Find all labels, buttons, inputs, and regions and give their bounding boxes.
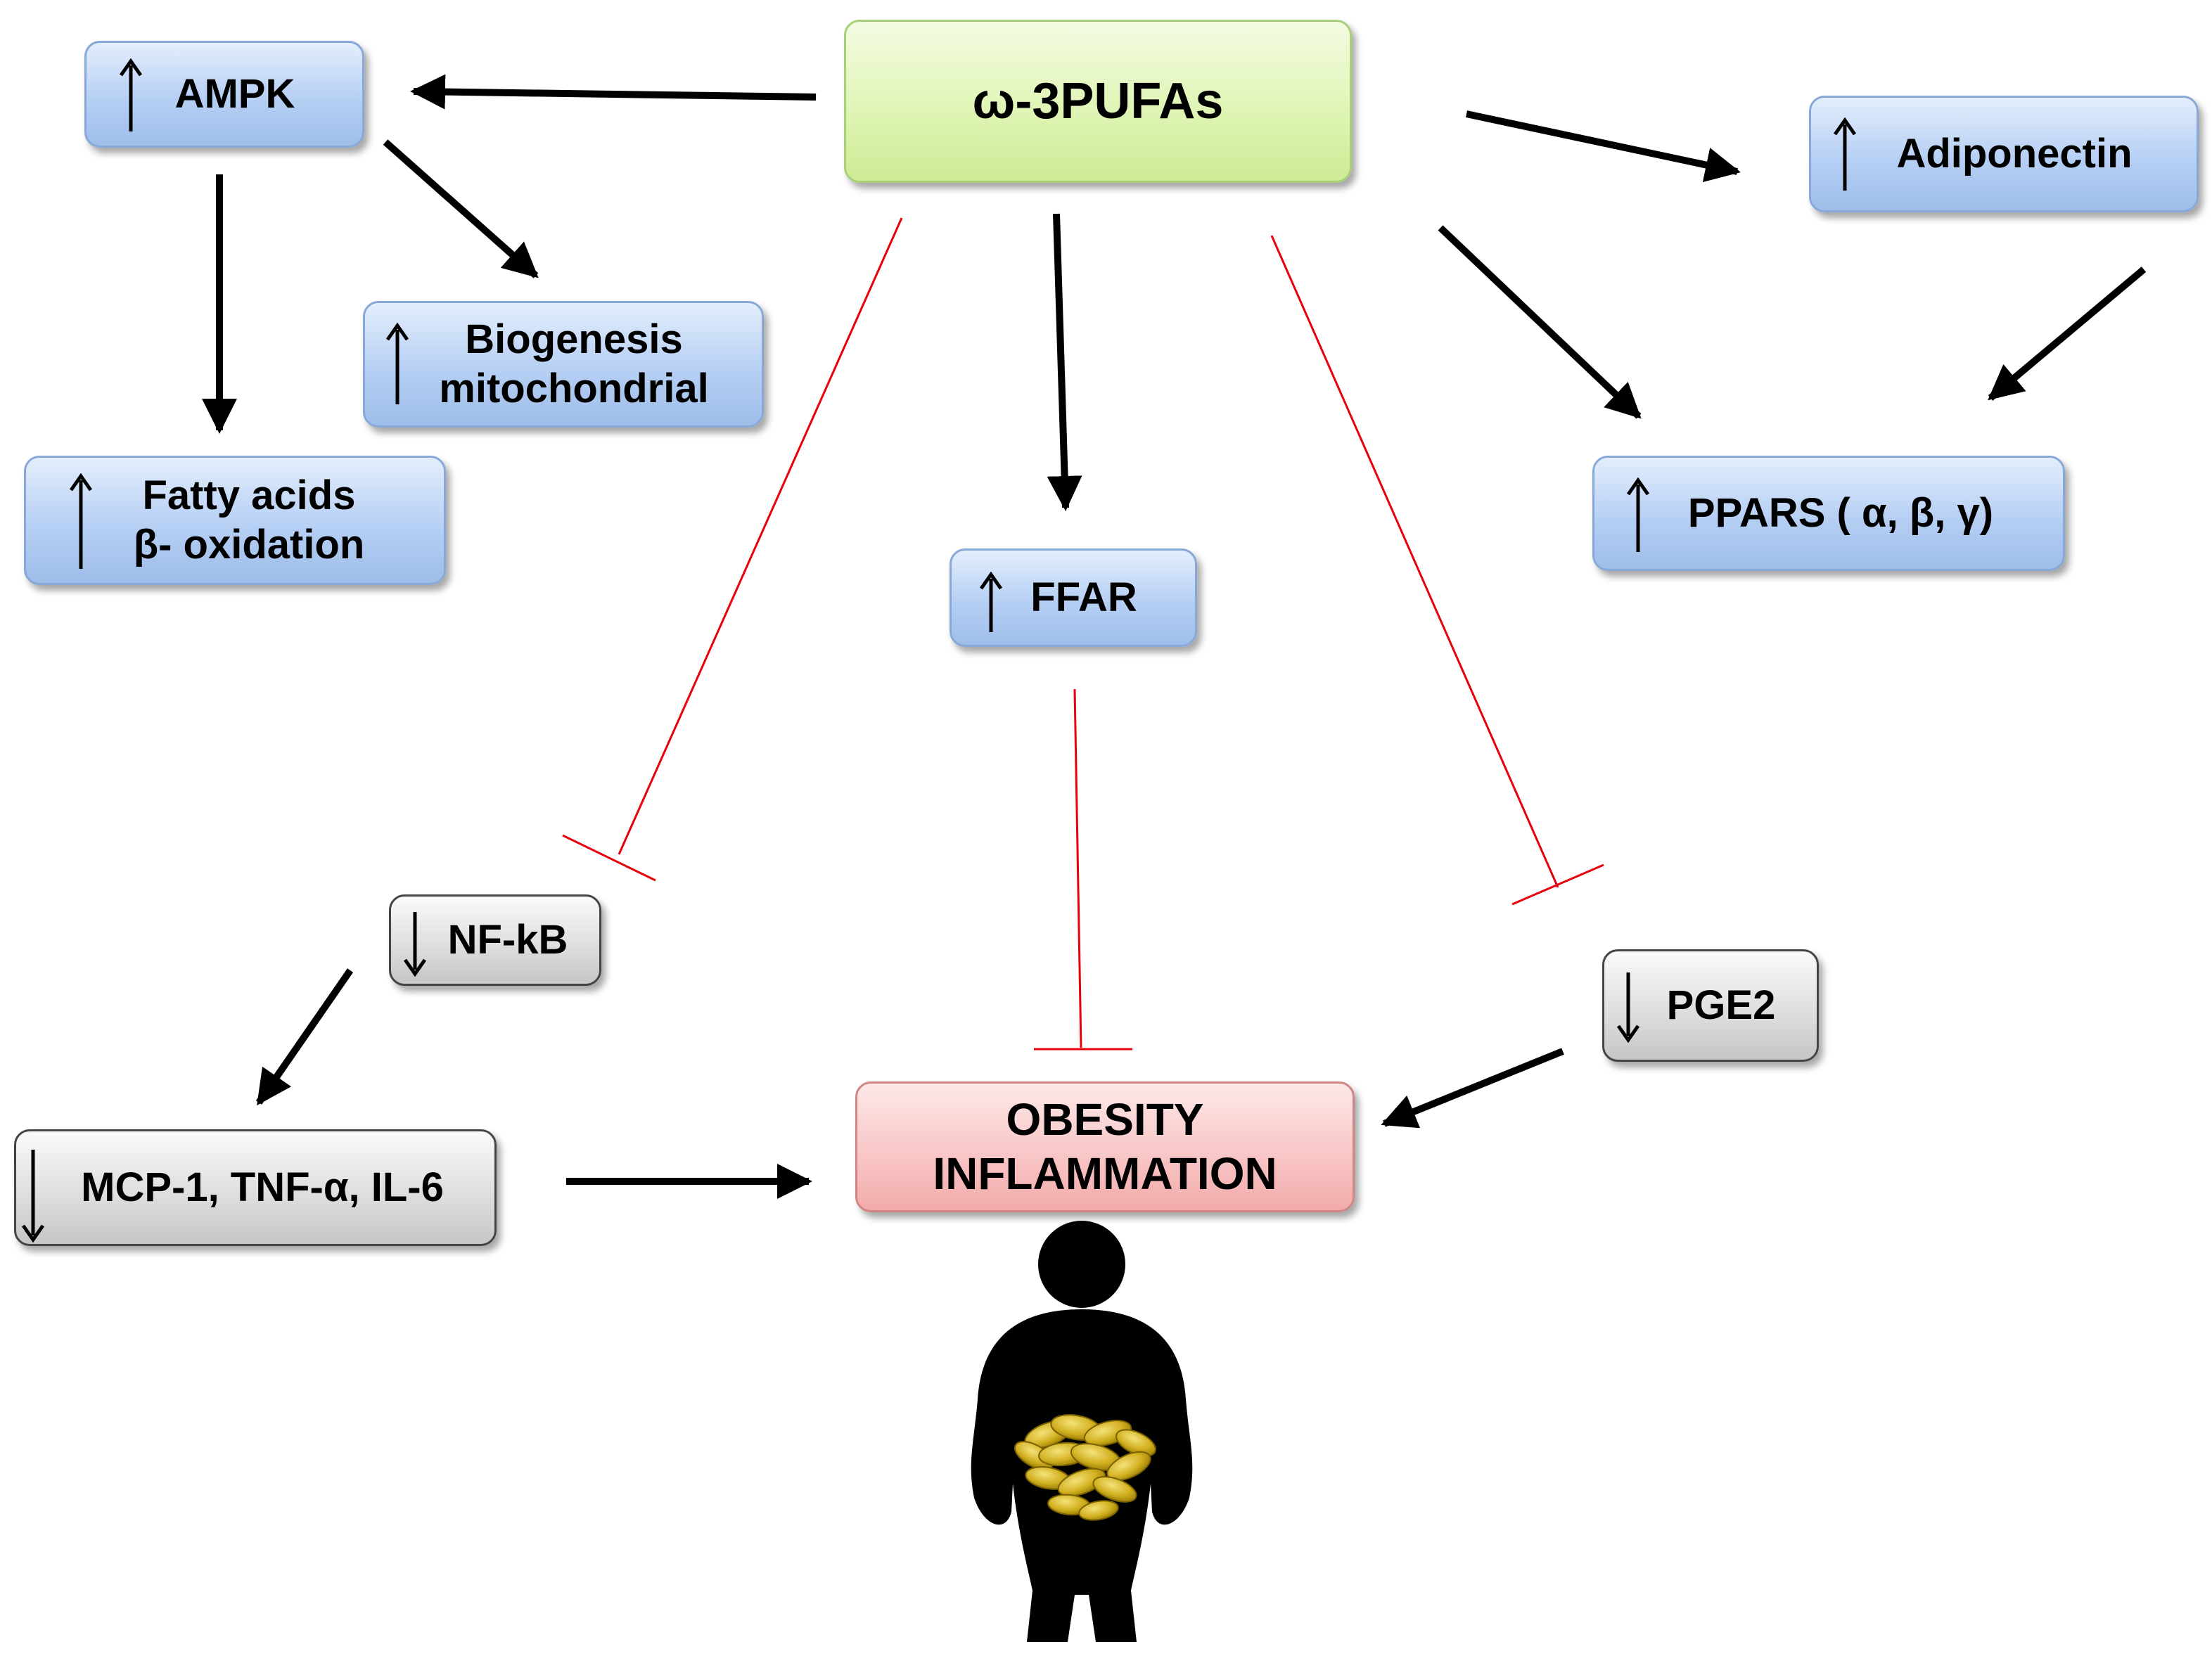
edge-ffar-obesity-inhibition [1073, 688, 1082, 1048]
edge-omega-nfkb-inhibition [618, 217, 903, 855]
inhibition-bar-nfkb [562, 834, 656, 882]
node-biogenesis-mitochondrial: Biogenesis mitochondrial [363, 301, 764, 428]
node-ampk-label: AMPK [174, 71, 295, 117]
node-nf-kb: NF-kB [389, 894, 601, 986]
node-obesity-line1: OBESITY [1006, 1094, 1204, 1145]
node-adiponectin-label: Adiponectin [1896, 131, 2133, 177]
node-mcp1-tnfa-il6: MCP-1, TNF-α, IL-6 [14, 1129, 497, 1246]
node-biogenesis-line2: mitochondrial [439, 366, 709, 411]
down-arrow-icon [1616, 972, 1640, 1043]
up-arrow-icon [385, 323, 409, 404]
edge-nfkb-mcp [255, 968, 354, 1106]
inhibition-bar-pge2 [1511, 863, 1604, 906]
node-pge2-label: PGE2 [1666, 982, 1776, 1029]
edge-omega-adiponectin [1465, 110, 1741, 183]
node-ampk: AMPK [84, 41, 364, 148]
node-ffar: FFAR [950, 548, 1197, 647]
node-obesity-line2: INFLAMMATION [933, 1148, 1277, 1199]
node-omega3pufas-label: ω-3PUFAs [972, 73, 1224, 129]
edge-omega-ffar [1047, 213, 1082, 511]
up-arrow-icon [1833, 117, 1857, 191]
obese-person-silhouette-icon [971, 1221, 1193, 1642]
down-arrow-icon [21, 1150, 45, 1243]
node-mcp1-tnfa-il6-label: MCP-1, TNF-α, IL-6 [81, 1164, 444, 1211]
edge-pge2-obesity [1381, 1048, 1564, 1129]
edge-omega-pge2-inhibition [1270, 235, 1559, 888]
node-fatty-acids-beta-oxidation: Fatty acids β- oxidation [24, 456, 446, 585]
node-ppars-label: PPARS ( α, β, γ) [1687, 490, 1994, 537]
up-arrow-icon [1626, 477, 1650, 552]
edge-omega-ampk [410, 74, 817, 110]
abdominal-fat-icon [1014, 1414, 1156, 1521]
node-fatty-acids-line2: β- oxidation [133, 522, 365, 567]
edge-adiponectin-ppars [1988, 267, 2147, 401]
node-ffar-label: FFAR [1030, 574, 1137, 621]
edge-ampk-biogenesis [383, 139, 539, 278]
up-arrow-icon [979, 572, 1003, 632]
node-nf-kb-label: NF-kB [447, 917, 568, 963]
node-pge2: PGE2 [1602, 949, 1819, 1062]
edge-omega-ppars [1438, 225, 1642, 419]
node-ppars: PPARS ( α, β, γ) [1592, 456, 2065, 571]
down-arrow-icon [403, 912, 427, 977]
node-adiponectin: Adiponectin [1809, 96, 2199, 212]
node-obesity-inflammation: OBESITY INFLAMMATION [855, 1081, 1355, 1212]
node-fatty-acids-line1: Fatty acids [142, 473, 356, 519]
up-arrow-icon [69, 473, 93, 569]
up-arrow-icon [119, 58, 143, 131]
node-omega3pufas: ω-3PUFAs [844, 20, 1352, 183]
node-biogenesis-line1: Biogenesis [465, 316, 683, 363]
